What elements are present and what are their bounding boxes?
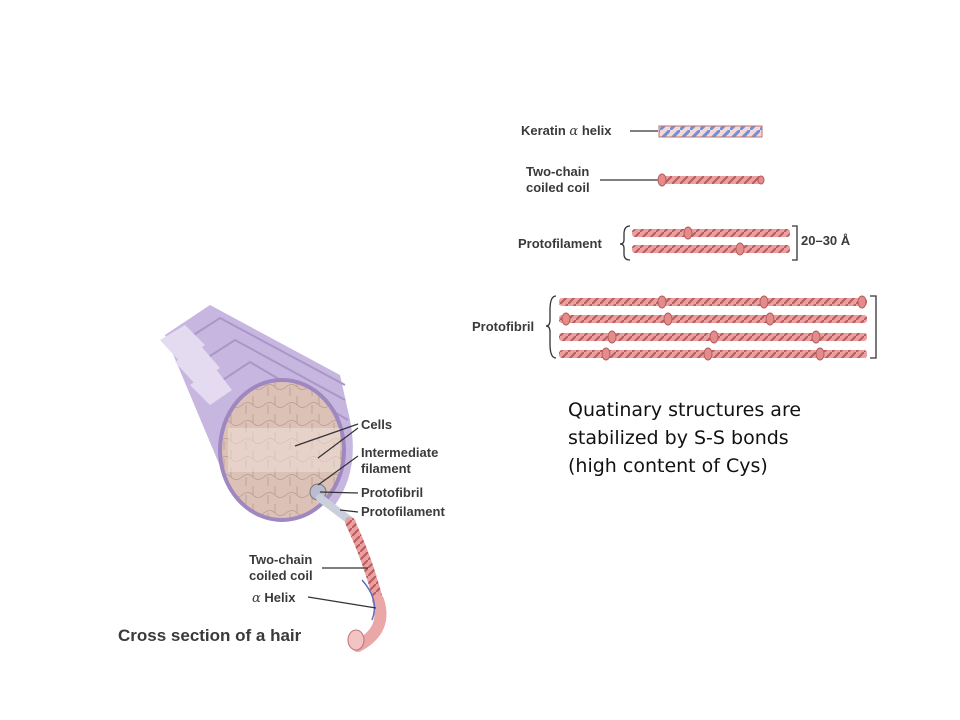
coiled-coil-strand (660, 176, 764, 184)
hair-illustration (160, 305, 387, 652)
label-protofilament-right: Protofilament (518, 236, 602, 251)
label-two-chain-coiled-coil-right: Two-chain coiled coil (526, 164, 590, 196)
label-dimension: 20–30 Å (801, 233, 851, 248)
label-alpha-helix-hair: α Helix (252, 590, 295, 607)
protofibril-row (545, 295, 877, 361)
label-keratin-text: Keratin (521, 123, 566, 138)
note-line-1: Quatinary structures are (568, 399, 802, 421)
hair-leader-lines (294, 423, 377, 609)
label-two-chain-line1: Two-chain (526, 164, 590, 179)
label-alpha-helix-text: Helix (264, 590, 296, 605)
label-hair-two-chain-line1: Two-chain (249, 552, 313, 567)
label-protofibril-hair: Protofibril (361, 485, 424, 500)
label-helix-text: helix (581, 123, 612, 138)
protofibril-strand-1 (559, 298, 867, 306)
label-keratin-alpha-helix: Keratin α helix (521, 123, 611, 140)
hair-caption: Cross section of a hair (118, 626, 302, 645)
label-intermediate-line1: Intermediate (361, 445, 439, 460)
label-intermediate-filament: Intermediate filament (361, 445, 438, 477)
note-line-2: stabilized by S-S bonds (568, 427, 789, 449)
label-cells: Cells (361, 417, 393, 432)
label-intermediate-line2: filament (361, 461, 411, 476)
label-protofilament-hair: Protofilament (361, 504, 445, 519)
quaternary-note: Quatinary structures are stabilized by S… (568, 396, 928, 480)
note-line-3: (high content of Cys) (568, 455, 768, 477)
label-hair-two-chain-line2: coiled coil (249, 568, 313, 583)
label-two-chain-line2: coiled coil (526, 180, 590, 195)
two-chain-coil-row (600, 173, 765, 187)
protofilament-strand-bottom (632, 245, 790, 253)
label-protofibril-right: Protofibril (472, 319, 535, 334)
protofibril-strand-2 (559, 315, 867, 323)
protofibril-strand-4 (559, 350, 867, 358)
alpha-symbol-hair: α (252, 591, 261, 606)
protofilament-strand-top (632, 229, 790, 237)
protofilament-row (619, 225, 798, 261)
alpha-symbol: α (569, 124, 579, 139)
alpha-helix-strand (658, 125, 763, 138)
keratin-helix-row (630, 125, 763, 138)
label-two-chain-coiled-coil-hair: Two-chain coiled coil (249, 552, 313, 584)
